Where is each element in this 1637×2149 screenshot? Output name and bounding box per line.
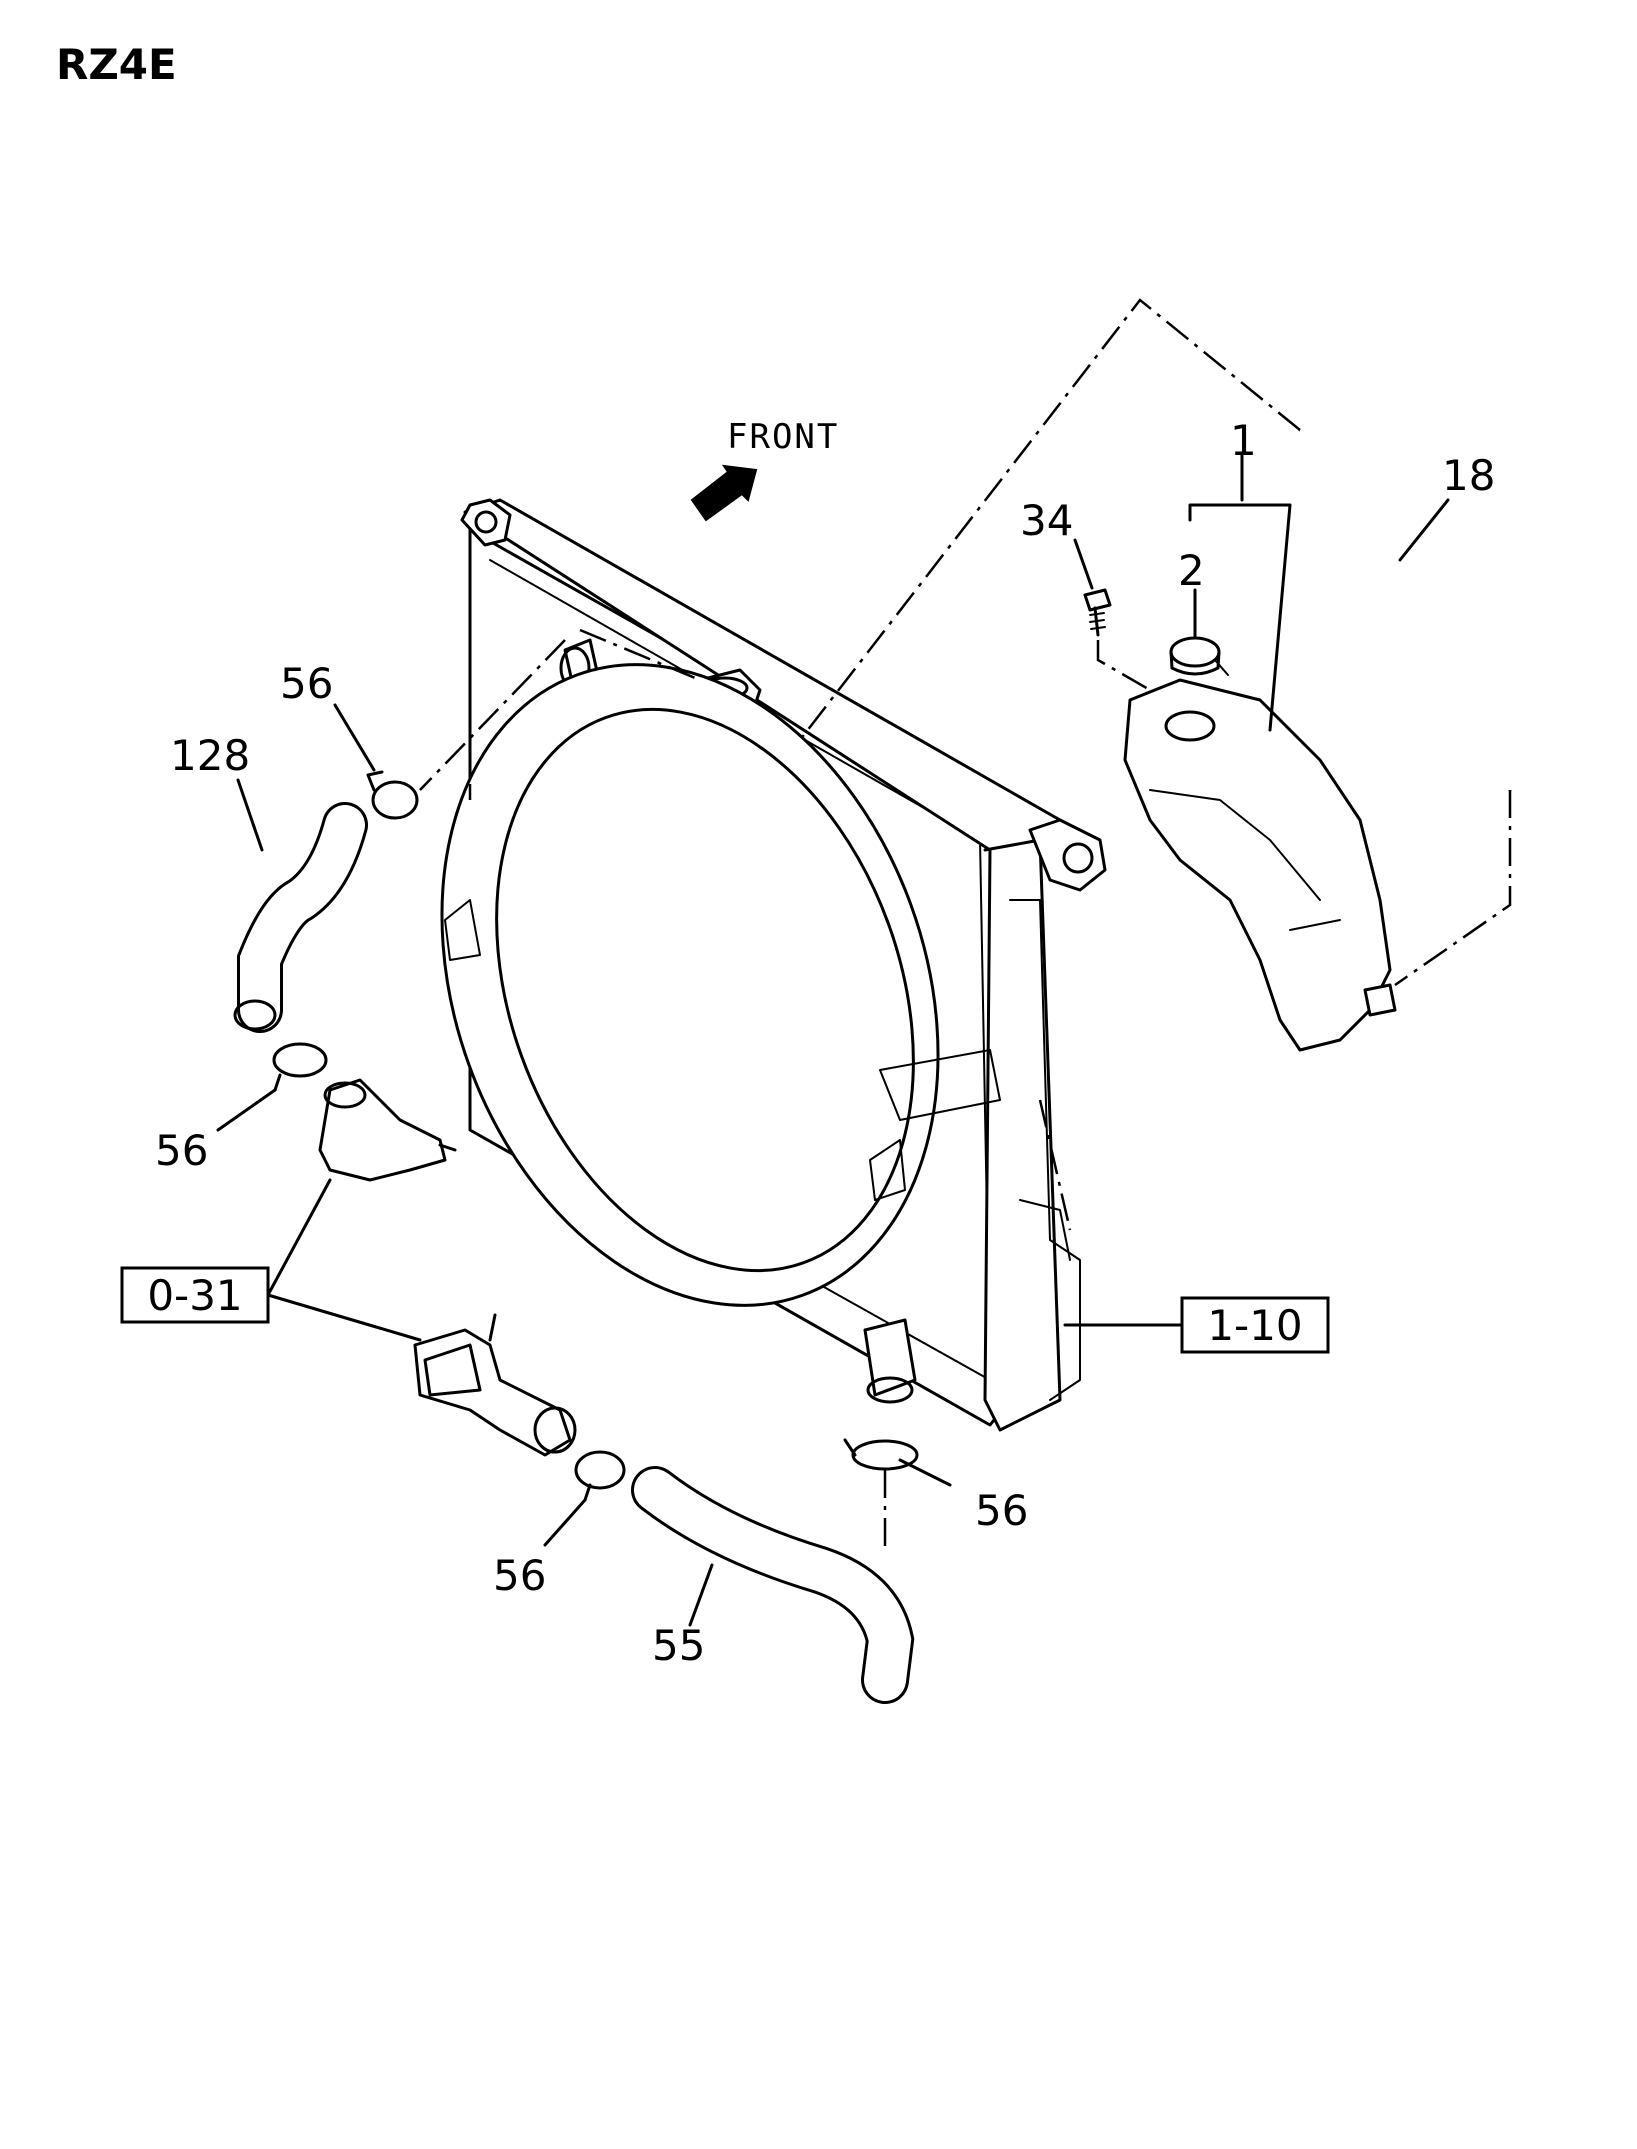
front-indicator: FRONT xyxy=(690,417,839,522)
thermostat-housing xyxy=(413,1313,577,1457)
clamp-upper-top xyxy=(366,770,419,820)
fan-shroud xyxy=(440,663,1001,1307)
coolant-reservoir xyxy=(1123,678,1397,1052)
lower-radiator-hose xyxy=(631,1466,915,1704)
reference-label-right: 1-10 xyxy=(1207,1301,1302,1350)
callout-labels: 1 2 34 18 56 128 56 56 56 55 xyxy=(155,416,1495,1670)
callout-55: 55 xyxy=(652,1621,705,1670)
upper-radiator-hose xyxy=(233,802,368,1033)
reference-label-left: 0-31 xyxy=(147,1271,242,1320)
callout-1: 1 xyxy=(1230,416,1257,465)
callout-34: 34 xyxy=(1020,496,1073,545)
reference-box-right[interactable]: 1-10 xyxy=(1180,1296,1330,1354)
callout-2: 2 xyxy=(1178,546,1205,595)
alignment-lines xyxy=(419,298,1512,1550)
callout-56-upper-bottom: 56 xyxy=(155,1126,208,1175)
water-outlet-upper xyxy=(318,1078,457,1182)
front-label: FRONT xyxy=(727,417,839,457)
reference-box-left[interactable]: 0-31 xyxy=(120,1266,270,1324)
leader-lines xyxy=(216,453,1450,1627)
front-arrow-icon xyxy=(690,464,758,522)
clamp-upper-bottom xyxy=(272,1042,328,1092)
overflow-hose xyxy=(1298,428,1512,792)
callout-56-lower-right: 56 xyxy=(975,1486,1028,1535)
callout-128: 128 xyxy=(170,731,250,780)
bolt xyxy=(1083,588,1112,637)
callout-18: 18 xyxy=(1442,451,1495,500)
clamp-lower-left xyxy=(574,1450,626,1502)
callout-56-upper-top: 56 xyxy=(280,659,333,708)
reservoir-cap xyxy=(1169,636,1229,676)
callout-56-lower-left: 56 xyxy=(493,1551,546,1600)
diagram-code: RZ4E xyxy=(56,40,177,89)
